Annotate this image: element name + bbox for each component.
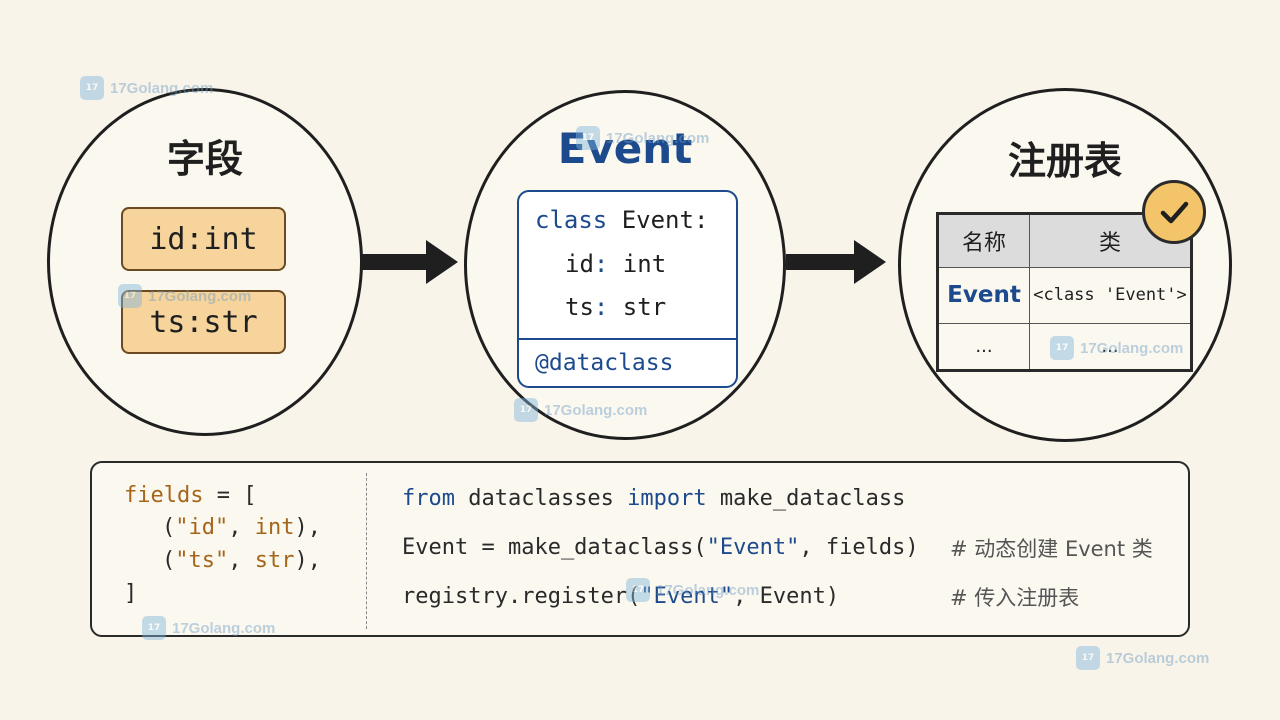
arrow-right-icon xyxy=(362,240,458,284)
code-line: Event = make_dataclass("Event", fields) xyxy=(402,535,919,560)
code-line: ("ts", str), xyxy=(162,548,321,573)
code-line: ] xyxy=(124,581,138,606)
arrow-right-icon xyxy=(786,240,886,284)
field-box-ts: ts:str xyxy=(121,290,286,354)
class-field-line: ts: str xyxy=(565,293,666,321)
card-divider xyxy=(519,338,736,340)
code-token: registry.register( xyxy=(402,584,641,609)
code-token: int xyxy=(254,515,295,540)
checkmark-icon xyxy=(1160,201,1189,224)
watermark-logo-icon: 17 xyxy=(80,76,104,100)
header-cell-class: 类 xyxy=(1098,231,1121,256)
registry-table: 名称 类 Event <class 'Event'> ... ... xyxy=(936,212,1193,372)
code-line: ("id", int), xyxy=(162,515,321,540)
table-cell: <class 'Event'> xyxy=(1033,285,1187,305)
code-token: str xyxy=(254,548,295,573)
code-token: ( xyxy=(162,548,176,573)
code-comment: # 动态创建 Event 类 xyxy=(950,537,1153,561)
code-line: from dataclasses import make_dataclass xyxy=(402,486,905,511)
table-cell: ... xyxy=(1101,335,1119,357)
code-token: , xyxy=(228,548,255,573)
class-field-line: id: int xyxy=(565,250,666,278)
code-line: registry.register("Event", Event) xyxy=(402,584,839,609)
code-token: , xyxy=(228,515,255,540)
code-token: ( xyxy=(162,515,176,540)
watermark-text: 17Golang.com xyxy=(1106,649,1210,667)
code-token: "Event" xyxy=(640,584,734,609)
field-box-id: id:int xyxy=(121,207,286,271)
code-token: dataclasses xyxy=(454,486,628,511)
code-token: from xyxy=(402,486,455,511)
watermark-logo-icon: 17 xyxy=(1076,646,1100,670)
fields-title: 字段 xyxy=(166,137,243,181)
field-name: ts xyxy=(565,293,594,321)
watermark: 17 17Golang.com xyxy=(1076,646,1209,670)
field-separator: : xyxy=(593,293,609,321)
table-cell: ... xyxy=(939,323,1030,369)
code-token: "id" xyxy=(175,515,229,540)
decorator-label: @dataclass xyxy=(535,350,674,376)
code-token: "ts" xyxy=(175,548,229,573)
code-token: "Event" xyxy=(706,535,800,560)
event-title: Event xyxy=(557,124,693,173)
table-row: Event <class 'Event'> xyxy=(939,267,1190,324)
code-comment: # 传入注册表 xyxy=(950,586,1080,610)
code-panel: fields = [ ("id", int), ("ts", str), ] f… xyxy=(90,461,1190,637)
checkmark-badge xyxy=(1142,180,1206,244)
field-name: id xyxy=(565,250,594,278)
table-row: ... ... xyxy=(939,323,1190,369)
class-keyword: class xyxy=(535,206,608,234)
code-token: make_dataclass xyxy=(706,486,906,511)
field-type: str xyxy=(608,293,667,321)
field-type: int xyxy=(608,250,667,278)
code-token: Event = make_dataclass( xyxy=(402,535,707,560)
code-token: import xyxy=(627,486,707,511)
class-name: Event: xyxy=(607,206,709,234)
code-divider xyxy=(366,473,367,629)
field-separator: : xyxy=(593,250,609,278)
code-token: = [ xyxy=(203,483,257,508)
class-header-line: class Event: xyxy=(535,206,708,234)
code-token: , Event) xyxy=(733,584,840,609)
code-line: fields = [ xyxy=(124,483,256,508)
code-token: ), xyxy=(294,515,321,540)
registry-title: 注册表 xyxy=(1007,139,1122,183)
code-token: fields xyxy=(124,483,204,508)
code-token: ), xyxy=(294,548,321,573)
header-cell-name: 名称 xyxy=(939,215,1030,267)
table-cell: Event xyxy=(939,267,1030,323)
class-definition-card: class Event: id: int ts: str @dataclass xyxy=(517,190,738,388)
code-token: , fields) xyxy=(799,535,919,560)
